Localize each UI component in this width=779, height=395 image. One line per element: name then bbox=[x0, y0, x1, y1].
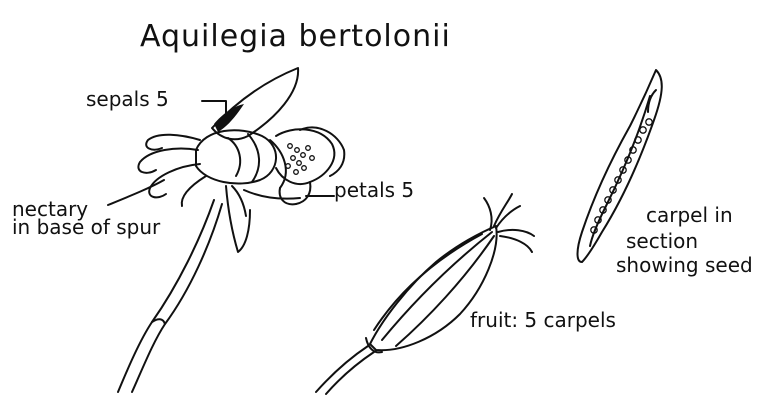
stamen-marks bbox=[286, 144, 315, 175]
nectary-leader bbox=[108, 180, 164, 205]
seed-row bbox=[591, 119, 652, 233]
label-sepals: sepals 5 bbox=[86, 87, 169, 111]
label-carpel-section: section bbox=[626, 229, 698, 253]
label-petals: petals 5 bbox=[334, 178, 414, 202]
title: Aquilegia bertolonii bbox=[140, 19, 451, 54]
label-carpel: carpel in bbox=[646, 203, 733, 227]
fruit-drawing bbox=[316, 194, 534, 394]
label-carpel-seed: showing seed bbox=[616, 253, 753, 277]
label-nectary-location: in base of spur bbox=[12, 215, 161, 239]
label-fruit: fruit: 5 carpels bbox=[470, 308, 616, 332]
